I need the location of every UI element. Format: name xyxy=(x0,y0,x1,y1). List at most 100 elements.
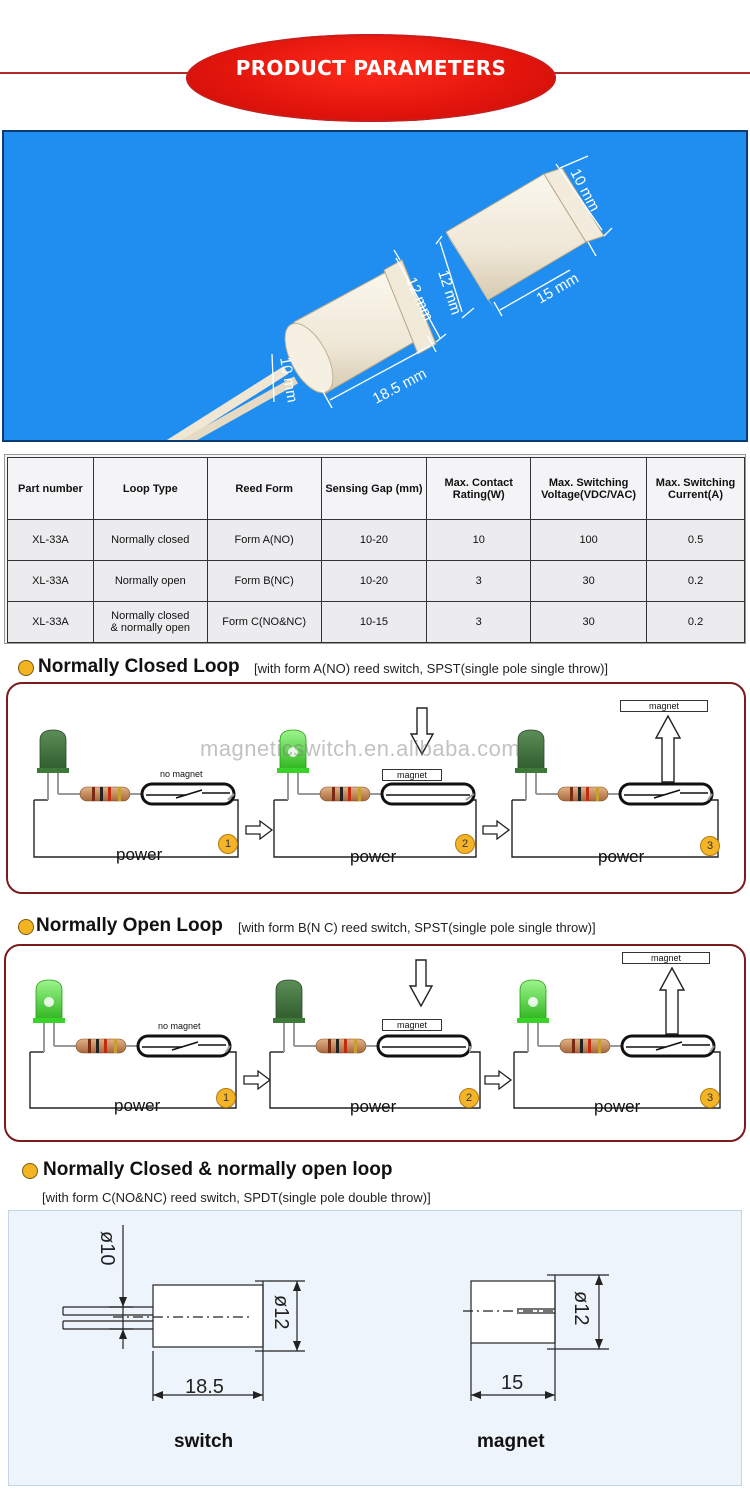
switch-body xyxy=(284,259,437,395)
table-cell: XL-33A xyxy=(7,601,94,643)
reed-switch-icon xyxy=(140,782,236,806)
table-cell: Form A(NO) xyxy=(206,519,322,561)
header-banner xyxy=(186,34,556,122)
no-loop-note: [with form B(N C) reed switch, SPST(sing… xyxy=(238,920,596,935)
table-cell: 10-15 xyxy=(320,601,428,643)
led-off-icon xyxy=(37,729,69,800)
arrow-down-icon xyxy=(409,707,435,756)
table-cell: 3 xyxy=(426,601,532,643)
bullet-icon xyxy=(18,919,34,935)
power-label: power xyxy=(114,1096,161,1115)
led-on-icon xyxy=(277,729,309,800)
dimension-drawing: ø10 ø12 18.5 ø12 15 xyxy=(62,1225,609,1401)
arrow-down-icon xyxy=(408,959,434,1008)
table-cell: 0.2 xyxy=(646,560,745,602)
table-cell: 100 xyxy=(530,519,648,561)
table-cell: 10-20 xyxy=(320,560,428,602)
resistor-icon xyxy=(315,1038,367,1054)
loop-circuit xyxy=(513,966,721,1109)
arrow-right-icon xyxy=(245,819,274,841)
table-row: XL-33A Normally open Form B(NC) 10-20 3 … xyxy=(7,560,745,602)
product-photo-panel: 10 mm 12 mm 15 mm 12 mm 10 mm 18.5 mm xyxy=(2,130,748,442)
bullet-icon xyxy=(22,1163,38,1179)
power-label: power xyxy=(350,1097,397,1116)
nc-loop-note: [with form A(NO) reed switch, SPST(singl… xyxy=(254,661,609,676)
dimension-drawing-panel: ø10 ø12 18.5 ø12 15 xyxy=(8,1210,742,1486)
loop-circuit xyxy=(33,729,239,858)
dim-switch-dia-top: ø10 xyxy=(96,1231,118,1265)
reed-switch-icon xyxy=(618,782,714,806)
power-label: power xyxy=(116,845,163,864)
nc-loop-title: Normally Closed Loop xyxy=(38,656,240,677)
col-switching-voltage: Max. Switching Voltage(VDC/VAC) xyxy=(530,457,648,520)
resistor-icon xyxy=(319,786,371,802)
parameters-table-panel: Part number Loop Type Reed Form Sensing … xyxy=(4,454,746,644)
table-cell: XL-33A xyxy=(7,560,94,602)
page-title: PRODUCT PARAMETERS xyxy=(235,56,507,80)
reed-switch-icon xyxy=(136,1034,232,1058)
table-cell: Normally open xyxy=(92,560,208,602)
arrow-up-icon xyxy=(654,714,682,783)
led-on-icon xyxy=(33,979,65,1052)
table-cell: 30 xyxy=(530,601,648,643)
power-label: power xyxy=(598,847,645,866)
loop-circuit xyxy=(29,979,237,1109)
magnet-caption: magnet xyxy=(477,1431,545,1452)
table-row: XL-33A Normally closed Form A(NO) 10-20 … xyxy=(7,519,745,561)
loop-circuit xyxy=(269,959,481,1109)
magnet-label: magnet xyxy=(622,952,710,964)
led-on-icon xyxy=(517,979,549,1052)
power-label: power xyxy=(594,1097,641,1116)
table-cell: 0.2 xyxy=(646,601,745,643)
col-switching-current: Max. Switching Current(A) xyxy=(646,457,745,520)
no-magnet-label: no magnet xyxy=(158,1021,201,1031)
bullet-icon xyxy=(18,660,34,676)
table-cell: Normally closed & normally open xyxy=(92,601,208,643)
nc-no-loop-note: [with form C(NO&NC) reed switch, SPDT(si… xyxy=(42,1190,431,1205)
table-row: XL-33A Normally closed & normally open F… xyxy=(7,601,745,643)
header-rule-right xyxy=(552,72,750,74)
parameters-table: Part number Loop Type Reed Form Sensing … xyxy=(7,457,745,643)
product-photo-illustration: 10 mm 12 mm 15 mm 12 mm 10 mm 18.5 mm xyxy=(166,155,613,440)
arrow-up-icon xyxy=(658,966,686,1035)
col-sensing-gap: Sensing Gap (mm) xyxy=(320,457,428,520)
table-cell: XL-33A xyxy=(7,519,94,561)
loop-circuit xyxy=(273,707,477,858)
reed-switch-icon xyxy=(620,1034,716,1058)
no-loop-title: Normally Open Loop xyxy=(36,915,223,936)
dim-magnet-dia: ø12 xyxy=(570,1291,592,1325)
magnet-label: magnet xyxy=(382,769,442,781)
arrow-right-icon xyxy=(482,819,511,841)
step-badge: 3 xyxy=(700,1088,720,1108)
step-badge: 2 xyxy=(455,834,475,854)
header-rule-left xyxy=(0,72,190,74)
dim-switch-length-drawing: 18.5 xyxy=(185,1376,224,1398)
resistor-icon xyxy=(559,1038,611,1054)
reed-switch-icon xyxy=(376,1034,472,1058)
magnet-label: magnet xyxy=(620,700,708,712)
table-cell: 30 xyxy=(530,560,648,602)
step-badge: 1 xyxy=(216,1088,236,1108)
nc-no-loop-title: Normally Closed & normally open loop xyxy=(43,1159,393,1180)
resistor-icon xyxy=(79,786,131,802)
table-cell: 10 xyxy=(426,519,532,561)
table-cell: 10-20 xyxy=(320,519,428,561)
switch-caption: switch xyxy=(174,1431,234,1452)
step-badge: 3 xyxy=(700,836,720,856)
resistor-icon xyxy=(557,786,609,802)
col-part-number: Part number xyxy=(7,457,94,520)
table-cell: Form C(NO&NC) xyxy=(206,601,322,643)
loop-circuit xyxy=(511,714,719,858)
arrow-right-icon xyxy=(484,1069,513,1091)
watermark-text: magneticswitch.en.alibaba.com xyxy=(200,736,521,761)
step-badge: 2 xyxy=(459,1088,479,1108)
no-magnet-label: no magnet xyxy=(160,769,203,779)
table-cell: Normally closed xyxy=(92,519,208,561)
dim-magnet-length-drawing: 15 xyxy=(501,1372,523,1394)
table-cell: Form B(NC) xyxy=(206,560,322,602)
led-off-icon xyxy=(515,729,547,800)
power-label: power xyxy=(350,847,397,866)
arrow-right-icon xyxy=(243,1069,272,1091)
resistor-icon xyxy=(75,1038,127,1054)
